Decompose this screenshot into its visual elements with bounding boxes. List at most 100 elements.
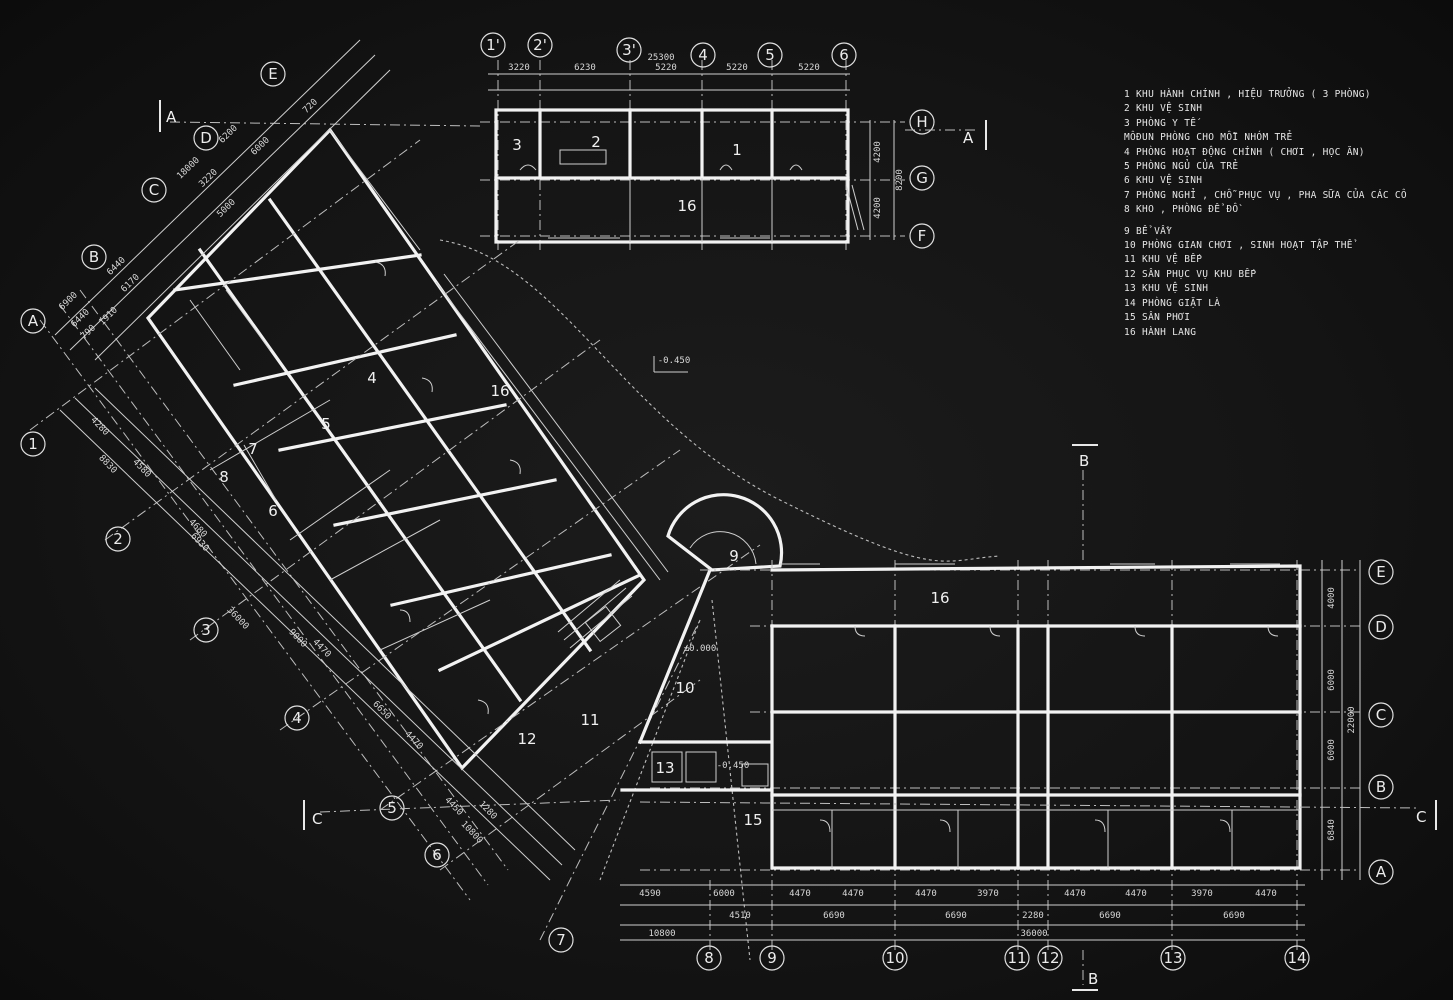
site-path [439, 239, 1001, 562]
diag-col-dim: 4280 [88, 415, 110, 438]
top-col-dim: 3220 [508, 63, 530, 73]
grid-label: B [1376, 778, 1386, 796]
legend-item: 12 SÂN PHỤC VỤ KHU BẾP [1124, 268, 1257, 280]
grid-label: 4 [698, 46, 708, 64]
right-total: 10800 [648, 929, 675, 939]
right-col-dim: 4470 [789, 889, 811, 899]
diag-dim: 6900 [57, 290, 80, 312]
site-path [711, 599, 751, 961]
top-col-dim: 5220 [655, 63, 677, 73]
top-row-total: 8200 [895, 169, 905, 191]
right-col-dim2: 6690 [823, 911, 845, 921]
diag-col-dim: 36000 [224, 605, 250, 631]
grid-label: E [1376, 563, 1385, 581]
room-number: 12 [517, 730, 536, 748]
section-marker-c: C [312, 810, 322, 828]
top-col-dim: 5220 [726, 63, 748, 73]
grid-label: 11 [1007, 949, 1026, 967]
room-number: 15 [743, 811, 762, 829]
legend-item: MÔĐUN PHÒNG CHO MỖI NHÓM TRẺ [1124, 132, 1293, 144]
grid-label: 9 [767, 949, 777, 967]
diag-total: 18000 [175, 156, 201, 182]
right-row-dim: 6000 [1327, 739, 1337, 761]
grid-label: D [200, 129, 212, 147]
right-row-dim: 4000 [1327, 587, 1337, 609]
grid-label: 5 [765, 46, 775, 64]
diag-col-dim: 6930 [188, 531, 210, 554]
room-number: 13 [655, 759, 674, 777]
grid-label: A [1376, 863, 1387, 881]
grid-label: 2' [533, 36, 547, 54]
grid-label: C [1376, 706, 1386, 724]
grid-label: C [149, 181, 159, 199]
diag-dim: 1910 [97, 305, 120, 327]
diag-dim: 720 [301, 97, 320, 115]
right-col-dim: 4590 [639, 889, 661, 899]
legend-item: 3 PHÒNG Y TẾ [1124, 117, 1197, 129]
diag-col-dim: 8830 [96, 453, 118, 476]
room-number: 7 [248, 440, 258, 458]
room-number: 11 [580, 711, 599, 729]
grid-label: 6 [432, 846, 442, 864]
grid-label: 13 [1163, 949, 1182, 967]
legend-item: 8 KHO , PHÒNG ĐỂ ĐỒ [1124, 204, 1239, 216]
section-marker-c: C [1416, 808, 1426, 826]
diag-dim: 5000 [215, 197, 238, 219]
right-col-dim: 6000 [713, 889, 735, 899]
grid-label: D [1375, 618, 1387, 636]
grid-label: 1' [486, 36, 500, 54]
right-total2: 36000 [1020, 929, 1047, 939]
room-number: 2 [591, 133, 601, 151]
legend-item: 6 KHU VỆ SINH [1124, 175, 1203, 187]
right-col-dim2: 4510 [729, 911, 751, 921]
right-col-dim: 3970 [977, 889, 999, 899]
section-line-c: C C [303, 799, 1437, 830]
grid-label: 3' [622, 41, 636, 59]
grid-label: 8 [704, 949, 714, 967]
level-mark: -0.450 [658, 356, 691, 366]
legend-item: 16 HÀNH LANG [1124, 326, 1197, 338]
room-number: 3 [512, 136, 522, 154]
section-marker-b: B [1079, 452, 1089, 470]
legend-item: 11 KHU VỆ BẾP [1124, 254, 1203, 266]
right-col-dim2: 6690 [945, 911, 967, 921]
section-marker-a: A [963, 129, 974, 147]
right-col-dim: 4470 [1255, 889, 1277, 899]
grid-label: G [916, 169, 928, 187]
top-col-dim: 5220 [798, 63, 820, 73]
top-block: 3220 6230 5220 5220 5220 25300 4200 4200… [480, 32, 935, 252]
right-col-dim2: 6690 [1099, 911, 1121, 921]
room-number: 16 [677, 197, 696, 215]
right-col-dim: 4470 [915, 889, 937, 899]
top-row-dim: 4200 [873, 141, 883, 163]
room-number: 6 [268, 502, 278, 520]
legend-item: 9 BỂ VẦY [1124, 225, 1173, 237]
right-row-dim: 6000 [1327, 669, 1337, 691]
right-col-dim: 4470 [842, 889, 864, 899]
grid-label: E [268, 65, 277, 83]
diag-col-dim: 1280 [476, 799, 498, 822]
legend-item: 1 KHU HÀNH CHÍNH , HIỆU TRƯỞNG ( 3 PHÒNG… [1124, 89, 1371, 100]
legend-item: 14 PHÒNG GIẶT LÀ [1124, 297, 1221, 309]
grid-label: 5 [387, 799, 397, 817]
section-line-b: B B [1072, 444, 1098, 991]
top-row-dim: 4200 [873, 197, 883, 219]
legend-item: 13 KHU VỆ SINH [1124, 283, 1209, 295]
diag-col-dim: 4580 [130, 457, 152, 480]
legend-item: 10 PHÒNG GIAN CHƠI , SINH HOẠT TẬP THỂ [1124, 240, 1353, 252]
legend-item: 7 PHÒNG NGHỈ , CHỖ PHỤC VỤ , PHA SỮA CỦA… [1124, 189, 1407, 201]
right-row-total: 22000 [1347, 706, 1357, 733]
level-mark: ±0.000 [684, 644, 717, 654]
top-total-dim: 25300 [647, 53, 674, 63]
right-col-dim2: 2280 [1022, 911, 1044, 921]
grid-label: 4 [292, 709, 302, 727]
grid-label: 14 [1287, 949, 1306, 967]
level-mark: -0.450 [717, 761, 750, 771]
right-block: 4590 6000 4470 4470 4470 3970 4470 4470 … [620, 559, 1394, 971]
grid-label: 7 [556, 931, 566, 949]
room-number: 8 [219, 468, 229, 486]
diag-dim: 6200 [217, 123, 240, 145]
legend-item: 2 KHU VỆ SINH [1124, 103, 1203, 115]
